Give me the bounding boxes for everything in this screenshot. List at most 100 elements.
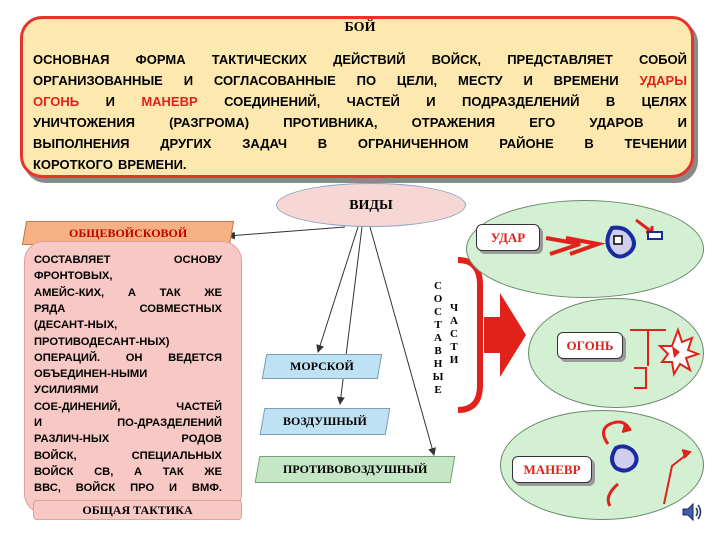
general-description-word: СОВМЕСТНЫХ: [139, 302, 223, 315]
component-parts-letter: С: [434, 280, 442, 292]
definition-word: СОГЛАСОВАННЫЕ: [213, 73, 336, 88]
general-description-word: ВОЙСК: [75, 482, 116, 495]
parts-bracket-arrow: [457, 257, 526, 413]
general-description-line: УСИЛИЯМИ: [34, 384, 222, 396]
general-description-line: И ПО-ДРАЗДЕЛЕНИЙ: [34, 417, 222, 429]
general-description-word: ТАК: [162, 465, 184, 478]
definition-title: БОЙ: [344, 20, 376, 35]
general-description-word: ПО-ДРАЗДЕЛЕНИЙ: [117, 417, 222, 429]
component-parts-letter: Ы: [432, 371, 444, 383]
definition-word: СОБОЙ: [639, 52, 687, 67]
general-description-line: РАЗЛИЧ-НЫХ РОДОВ: [34, 433, 222, 445]
general-description-word: ВМФ.: [191, 482, 222, 495]
definition-word: ПРОТИВНИКА,: [283, 115, 378, 130]
general-description-word: СОЕ-ДИНЕНИЙ,: [34, 400, 121, 413]
general-description-word: ОН: [125, 351, 143, 364]
definition-word: ПРЕДСТАВЛЯЕТ: [507, 52, 613, 67]
component-parts-letter: Н: [433, 358, 443, 370]
definition-word: В: [317, 136, 328, 151]
general-description-word: СПЕЦИАЛЬНЫХ: [131, 449, 222, 462]
strike-icon: [545, 218, 663, 259]
definition-word: ЦЕЛЯХ: [641, 94, 687, 109]
definition-word: ОРГАНИЗОВАННЫЕ: [33, 73, 163, 88]
general-description-word: ФРОНТОВЫХ,: [34, 270, 113, 283]
component-parts-letter: О: [433, 293, 443, 305]
definition-word: ЦЕЛИ,: [396, 73, 438, 88]
general-description-word: ЧАСТЕЙ: [176, 400, 222, 413]
definition-word: ОГРАНИЧЕННОМ: [357, 136, 469, 151]
definition-line: УНИЧТОЖЕНИЯ(РАЗГРОМА)ПРОТИВНИКА,ОТРАЖЕНИ…: [33, 115, 687, 130]
general-description-word: ЖЕ: [204, 465, 222, 478]
general-description-word: ПРОТИВОДЕСАНТ-НЫХ): [34, 335, 170, 348]
definition-word: ТЕЧЕНИИ: [624, 136, 687, 151]
component-parts-letter: А: [450, 315, 458, 327]
definition-keyword: УДАРЫ: [639, 73, 687, 88]
general-description-line: ПРОТИВОДЕСАНТ-НЫХ): [34, 336, 222, 348]
component-parts-letter: С: [434, 306, 442, 318]
definition-word: ДЕЙСТВИЙ: [333, 52, 406, 67]
general-description-line: СОЕ-ДИНЕНИЙ, ЧАСТЕЙ: [34, 401, 222, 413]
definition-word: МЕСТУ: [458, 73, 503, 88]
general-description-word: РАЗЛИЧ-НЫХ: [34, 433, 110, 446]
definition-word: ВРЕМЕНИ: [553, 73, 619, 88]
general-tactics-label: ОБЩАЯ ТАКТИКА: [33, 500, 242, 520]
definition-word: УДАРОВ: [589, 115, 644, 130]
definition-word: ДРУГИХ: [160, 136, 212, 151]
definition-word: СОЕДИНЕНИЙ,: [224, 94, 321, 109]
definition-line: ОРГАНИЗОВАННЫЕ И СОГЛАСОВАННЫЕ ПО ЦЕЛИ, МЕСТУ…: [33, 73, 687, 88]
component-parts-letter: Ч: [449, 302, 459, 314]
general-description-word: ВОЙСК: [34, 465, 74, 478]
fire-icon: [630, 327, 701, 389]
arrow-to-general: [227, 226, 346, 240]
arrow-to-air-defense: [369, 226, 436, 456]
definition-word: ПО: [356, 73, 377, 88]
general-description-line: (ДЕСАНТ-НЫХ,: [34, 319, 222, 331]
definition-word: ПОДРАЗДЕЛЕНИЙ: [462, 94, 580, 109]
general-description-word: ПРО: [130, 482, 155, 495]
definition-word: ВОЙСК,: [431, 52, 482, 67]
general-description-word: ОПЕРАЦИЙ.: [34, 351, 101, 364]
general-description-word: И: [34, 417, 43, 429]
red-bracket: [457, 257, 483, 413]
component-parts-letter: Е: [434, 384, 442, 396]
speaker-icon[interactable]: [680, 500, 704, 524]
definition-word: ОСНОВНАЯ: [33, 52, 110, 67]
general-description-word: ОБЪЕДИНЕН-НЫМИ: [34, 368, 148, 381]
red-arrow-icon: [484, 293, 526, 377]
definition-word: ВЫПОЛНЕНИЯ: [33, 136, 130, 151]
definition-word: КОРОТКОГО: [33, 157, 113, 172]
definition-word: И: [677, 115, 687, 130]
naval-combat-label: МОРСКОЙ: [261, 354, 383, 379]
definition-word: ЗАДАЧ: [242, 136, 287, 151]
general-description-line: ВОЙСК,СПЕЦИАЛЬНЫХ: [34, 450, 222, 462]
definition-word: И: [183, 73, 194, 88]
definition-word: (РАЗГРОМА): [169, 115, 250, 130]
general-description-word: А: [133, 465, 143, 478]
general-description-word: И: [169, 482, 178, 495]
definition-word: ФОРМА: [135, 52, 186, 67]
definition-keyword: МАНЕВР: [141, 94, 198, 109]
definition-word: ЧАСТЕЙ: [346, 94, 400, 109]
definition-line: ВЫПОЛНЕНИЯ ДРУГИХ ЗАДАЧ В ОГРАНИЧЕННОМ РАЙОНЕ…: [33, 136, 687, 151]
component-parts-letter: Т: [450, 341, 458, 353]
component-parts-letter: А: [434, 332, 442, 344]
definition-word: РАЙОНЕ: [499, 136, 554, 151]
general-description-word: РОДОВ: [181, 433, 222, 446]
definition-word: В: [605, 94, 616, 109]
definition-word: УНИЧТОЖЕНИЯ: [33, 115, 136, 130]
component-parts-letter: С: [450, 328, 458, 340]
general-description-line: ОБЪЕДИНЕН-НЫМИ: [34, 368, 222, 380]
arrow-to-naval: [316, 226, 359, 353]
definition-word: И: [105, 94, 115, 109]
definition-keyword: ОГОНЬ: [33, 94, 80, 109]
maneuver-label: МАНЕВР: [512, 456, 592, 483]
definition-box: [20, 16, 694, 178]
